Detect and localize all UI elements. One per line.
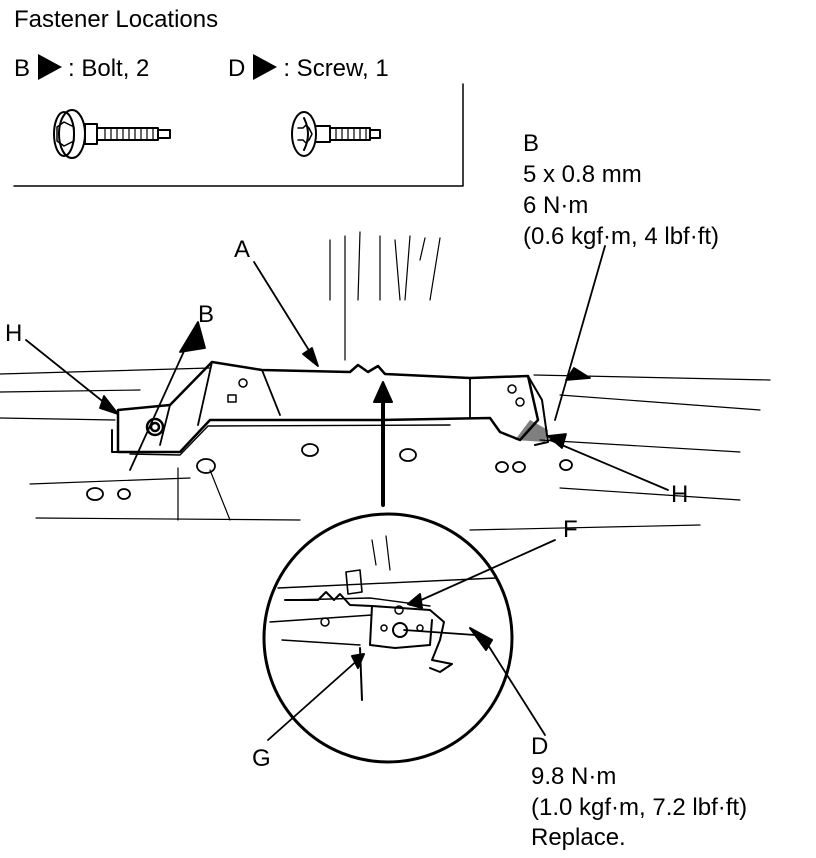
spec-d-note: Replace. — [531, 824, 626, 851]
pointer-triangle-icon — [253, 54, 278, 80]
callout-h-right: H — [671, 481, 689, 508]
callout-f: F — [563, 516, 578, 543]
leader-lines — [25, 245, 669, 491]
hatched-tab — [515, 420, 548, 442]
body-panel — [0, 231, 771, 531]
bracket-edge-shadow — [129, 424, 451, 456]
legend-bolt-row: B : Bolt, 2 — [14, 54, 149, 83]
callout-g: G — [252, 745, 271, 772]
bolt-icon — [53, 109, 171, 159]
screw-icon — [291, 111, 381, 157]
legend-screw-desc: : Screw, 1 — [283, 55, 389, 82]
legend-screw-letter: D — [228, 55, 246, 82]
bracket-a — [111, 360, 549, 454]
spec-b-torque: 6 N·m — [523, 192, 589, 219]
legend-bolt-letter: B — [14, 55, 31, 82]
legend-bolt-desc: : Bolt, 2 — [68, 55, 150, 82]
spec-b-size: 5 x 0.8 mm — [523, 161, 642, 188]
spec-d-torque: 9.8 N·m — [531, 763, 617, 790]
panel-holes — [86, 443, 573, 501]
spec-b-alt: (0.6 kgf·m, 4 lbf·ft) — [523, 223, 720, 250]
legend-box — [13, 83, 464, 187]
callout-d: D — [531, 733, 549, 760]
spec-b-letter: B — [523, 130, 540, 157]
callout-a: A — [234, 236, 251, 263]
detail-arrow — [373, 381, 393, 507]
legend-screw-row: D : Screw, 1 — [228, 54, 389, 83]
pointer-triangle-icon — [38, 54, 63, 80]
legend-title: Fastener Locations — [14, 6, 219, 33]
detail-view — [262, 512, 556, 764]
callout-b: B — [198, 301, 215, 328]
spec-d-alt: (1.0 kgf·m, 7.2 lbf·ft) — [531, 794, 748, 821]
callout-h-left: H — [5, 320, 23, 347]
